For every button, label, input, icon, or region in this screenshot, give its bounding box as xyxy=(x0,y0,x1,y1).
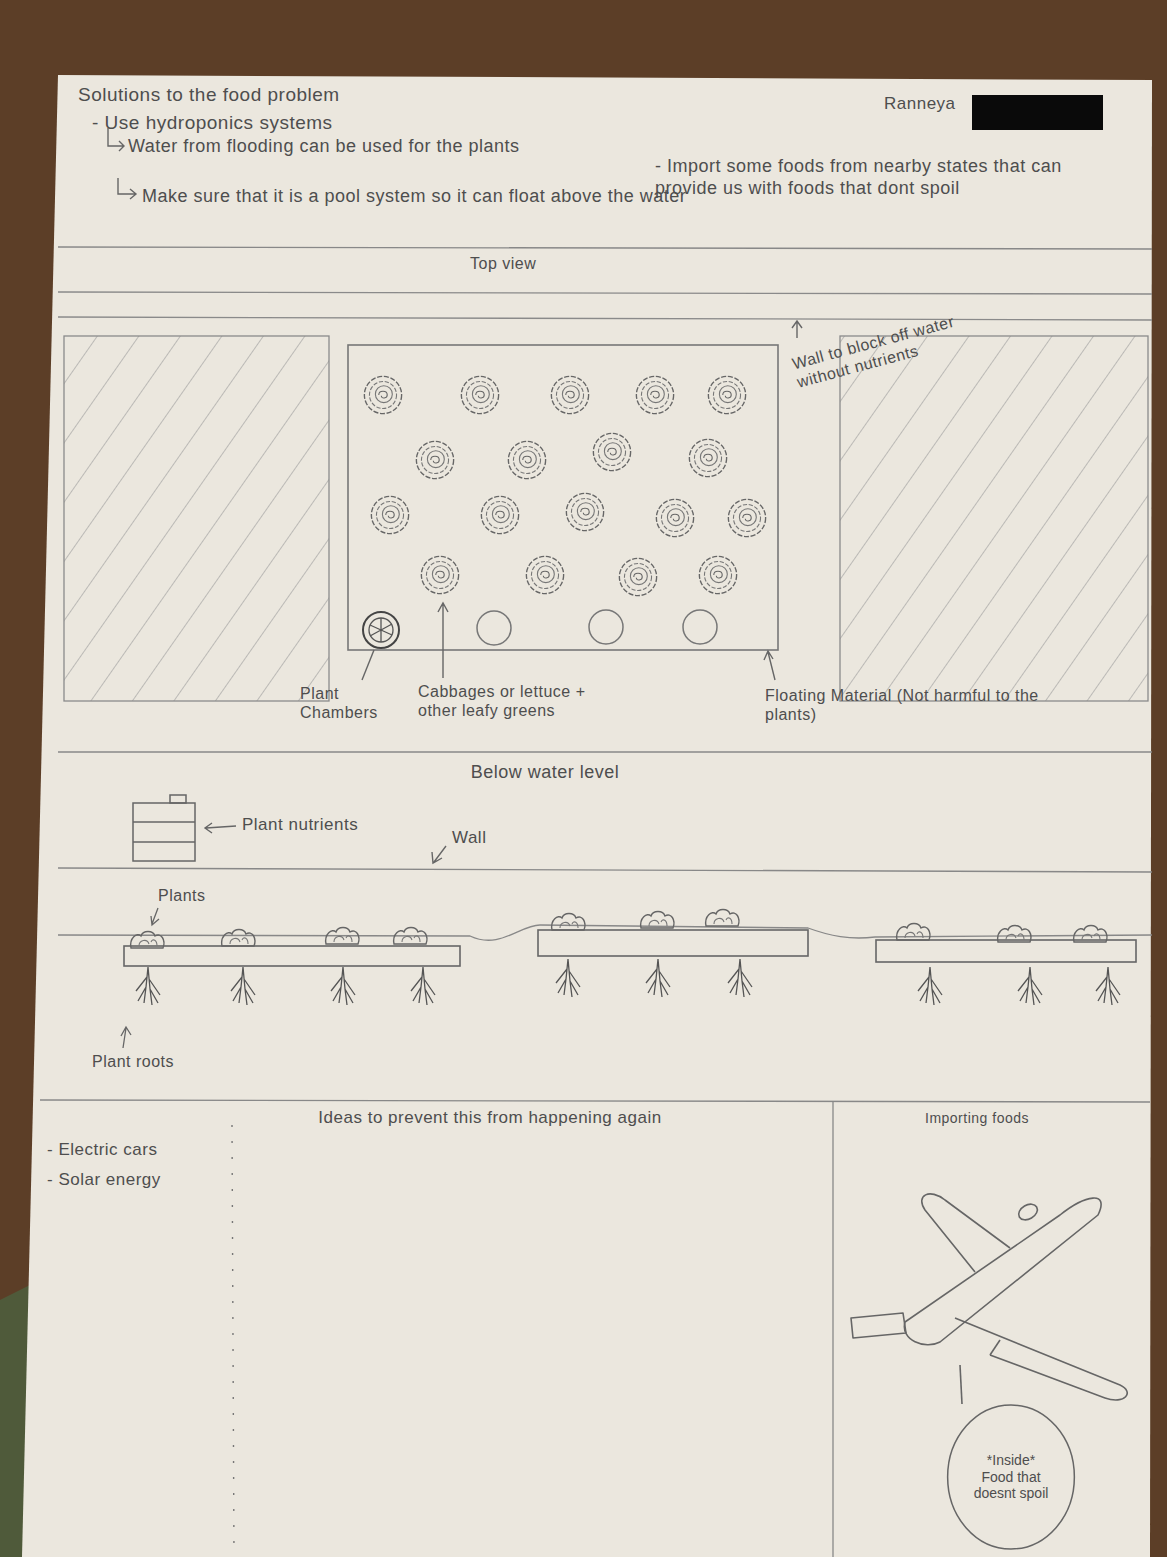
section-heading: Ideas to prevent this from happening aga… xyxy=(280,1108,700,1128)
root xyxy=(136,967,160,1005)
cabbage xyxy=(371,496,408,533)
cabbage xyxy=(551,376,588,413)
root xyxy=(1096,967,1120,1005)
cabbage-grid xyxy=(364,376,765,595)
note-text: Water from flooding can be used for the … xyxy=(128,136,598,158)
cabbage xyxy=(461,376,498,413)
wall-line xyxy=(58,317,1152,320)
wall-line xyxy=(58,292,1152,294)
section-heading: Below water level xyxy=(470,762,620,784)
plant xyxy=(706,910,739,927)
note-text: Make sure that it is a pool system so it… xyxy=(142,186,702,208)
side-plants xyxy=(131,910,1107,949)
leader-arrow xyxy=(438,603,448,678)
root xyxy=(556,959,580,997)
callout-text: Floating Material (Not harmful to the pl… xyxy=(765,686,1095,724)
plant-chambers xyxy=(363,610,717,648)
section-line xyxy=(58,751,1152,752)
hatched-wall xyxy=(64,336,329,701)
cabbage xyxy=(364,376,401,413)
section-heading: Importing foods xyxy=(925,1110,1085,1127)
cabbage xyxy=(708,376,745,413)
root xyxy=(918,967,942,1005)
cabbage xyxy=(699,556,736,593)
cabbage xyxy=(526,556,563,593)
dotted-divider xyxy=(232,1125,234,1557)
nutrient-container xyxy=(133,795,195,861)
section-line xyxy=(58,247,1152,249)
callout-text: Wall xyxy=(452,828,512,848)
callout-text: Plant Chambers xyxy=(300,684,410,722)
cabbage xyxy=(481,496,518,533)
side-roots xyxy=(136,959,1120,1005)
divider-line xyxy=(832,1101,833,1557)
paper-sheet xyxy=(22,75,1152,1557)
side-raft xyxy=(124,930,1136,966)
plant xyxy=(641,912,674,929)
root xyxy=(331,967,355,1005)
speech-bubble: *Inside*Food that doesnt spoil xyxy=(945,1402,1077,1552)
sub-arrow xyxy=(118,178,136,199)
plant xyxy=(131,932,164,949)
cabbage xyxy=(416,441,453,478)
root xyxy=(231,967,255,1005)
note-text: - Use hydroponics systems xyxy=(92,112,452,135)
root xyxy=(728,959,752,997)
wall-line xyxy=(58,868,1152,872)
student-name: Ranneya xyxy=(884,94,974,114)
root xyxy=(411,967,435,1005)
leader-arrow xyxy=(205,823,236,833)
leader-arrow xyxy=(121,1027,131,1048)
callout-text: Cabbages or lettuce + other leafy greens xyxy=(418,682,608,720)
cabbage xyxy=(421,556,458,593)
plant xyxy=(1074,926,1107,943)
plant xyxy=(552,914,585,931)
section-line xyxy=(40,1100,1150,1102)
airplane xyxy=(851,1194,1127,1404)
idea-item: - Electric cars xyxy=(47,1140,217,1160)
bubble-heading: *Inside* xyxy=(987,1452,1035,1469)
callout-text: Plant nutrients xyxy=(242,815,362,835)
idea-item: - Solar energy xyxy=(47,1170,217,1190)
cabbage xyxy=(593,433,630,470)
cabbage xyxy=(508,441,545,478)
redaction-box xyxy=(972,95,1103,130)
cabbage xyxy=(636,376,673,413)
plant xyxy=(394,928,427,945)
plant xyxy=(897,924,930,941)
page-title: Solutions to the food problem xyxy=(78,84,498,107)
cabbage xyxy=(728,499,765,536)
callout-text: Plant roots xyxy=(92,1052,182,1071)
floating-raft xyxy=(348,345,778,650)
leader-line xyxy=(362,650,374,680)
bubble-text: Food that doesnt spoil xyxy=(971,1469,1051,1503)
callout-text: Plants xyxy=(158,886,238,905)
cabbage xyxy=(619,558,656,595)
leader-arrow xyxy=(764,651,775,680)
cabbage xyxy=(689,439,726,476)
leader-arrow xyxy=(432,846,446,863)
leader-arrow xyxy=(792,321,802,338)
root xyxy=(1018,967,1042,1005)
cabbage xyxy=(656,499,693,536)
plant xyxy=(222,930,255,947)
note-text: - Import some foods from nearby states t… xyxy=(655,156,1105,199)
root xyxy=(646,959,670,997)
section-heading: Top view xyxy=(470,254,590,273)
cabbage xyxy=(566,493,603,530)
plant xyxy=(326,928,359,945)
hatched-wall xyxy=(840,336,1148,701)
plant xyxy=(998,926,1031,943)
leader-arrow xyxy=(151,908,159,925)
